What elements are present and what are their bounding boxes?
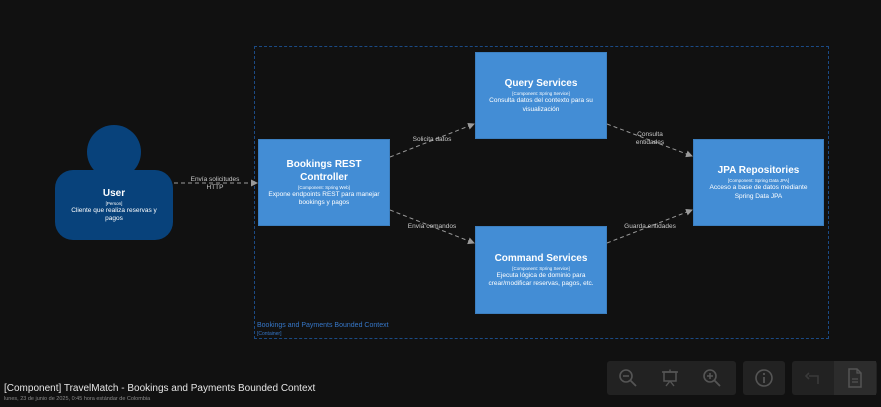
bounded-context-boundary bbox=[254, 46, 829, 339]
component-name: JPA Repositories bbox=[717, 165, 800, 176]
export-button[interactable] bbox=[834, 361, 876, 395]
component-bookings-controller[interactable]: Bookings REST Controller [Component: Spr… bbox=[258, 139, 390, 226]
zoom-out-icon bbox=[619, 369, 637, 387]
component-name: Query Services bbox=[504, 78, 578, 89]
person-name: User bbox=[102, 187, 126, 199]
boundary-label: Bookings and Payments Bounded Context bbox=[257, 322, 389, 329]
person-description: Cliente que realiza reservas y pagos bbox=[71, 206, 157, 223]
component-type: [Component: Spring Service] bbox=[512, 91, 570, 96]
edge-controller-to-command bbox=[389, 209, 475, 245]
zoom-out-button[interactable] bbox=[607, 361, 649, 395]
fit-presentation-icon bbox=[662, 369, 678, 387]
component-description: Expone endpoints REST para manejar booki… bbox=[268, 190, 380, 207]
component-command-services[interactable]: Command Services [Component: Spring Serv… bbox=[475, 226, 607, 314]
actions-toolbar bbox=[792, 361, 877, 395]
component-type: [Component: Spring Web] bbox=[298, 184, 350, 190]
zoom-in-button[interactable] bbox=[691, 361, 733, 395]
relation-label-query-jpa: Consulta entidades bbox=[635, 131, 665, 146]
person-type: [Person] bbox=[105, 200, 123, 206]
undo-button[interactable] bbox=[792, 361, 834, 395]
edge-query-to-jpa bbox=[606, 123, 693, 158]
edge-controller-to-query bbox=[389, 122, 475, 158]
component-query-services[interactable]: Query Services [Component: Spring Servic… bbox=[475, 52, 607, 139]
diagram-timestamp: lunes, 23 de junio de 2025, 0:45 hora es… bbox=[4, 396, 151, 402]
info-icon bbox=[755, 369, 773, 387]
component-description: Ejecuta lógica de dominio para crear/mod… bbox=[488, 271, 594, 288]
undo-icon bbox=[804, 372, 819, 384]
relation-label-controller-query: Solicita datos bbox=[412, 136, 452, 143]
component-name: Command Services bbox=[494, 252, 588, 264]
relation-label-user-controller: Envía solicitudes HTTP bbox=[190, 176, 240, 191]
person-user[interactable]: User [Person] Cliente que realiza reserv… bbox=[55, 170, 173, 240]
fit-to-screen-button[interactable] bbox=[649, 361, 691, 395]
component-type: [Component: Spring Service] bbox=[512, 265, 570, 271]
component-jpa-repositories[interactable]: JPA Repositories [Component: Spring Data… bbox=[693, 139, 824, 226]
component-name: Bookings REST Controller bbox=[286, 158, 362, 183]
info-button[interactable] bbox=[743, 361, 785, 395]
component-description: Consulta datos del contexto para su visu… bbox=[489, 97, 593, 113]
boundary-type: [Container] bbox=[257, 331, 282, 337]
zoom-in-icon bbox=[703, 369, 721, 387]
export-document-icon bbox=[848, 368, 862, 388]
diagram-title: [Component] TravelMatch - Bookings and P… bbox=[4, 383, 316, 394]
info-toolbar bbox=[743, 361, 785, 395]
edge-command-to-jpa bbox=[606, 208, 693, 244]
relation-label-command-jpa: Guarda entidades bbox=[624, 223, 676, 230]
zoom-toolbar bbox=[607, 361, 736, 395]
component-type: [Component: Spring Data JPA] bbox=[727, 178, 790, 183]
relation-label-controller-command: Envía comandos bbox=[407, 223, 457, 230]
component-description: Acceso a base de datos mediante Spring D… bbox=[709, 184, 808, 200]
